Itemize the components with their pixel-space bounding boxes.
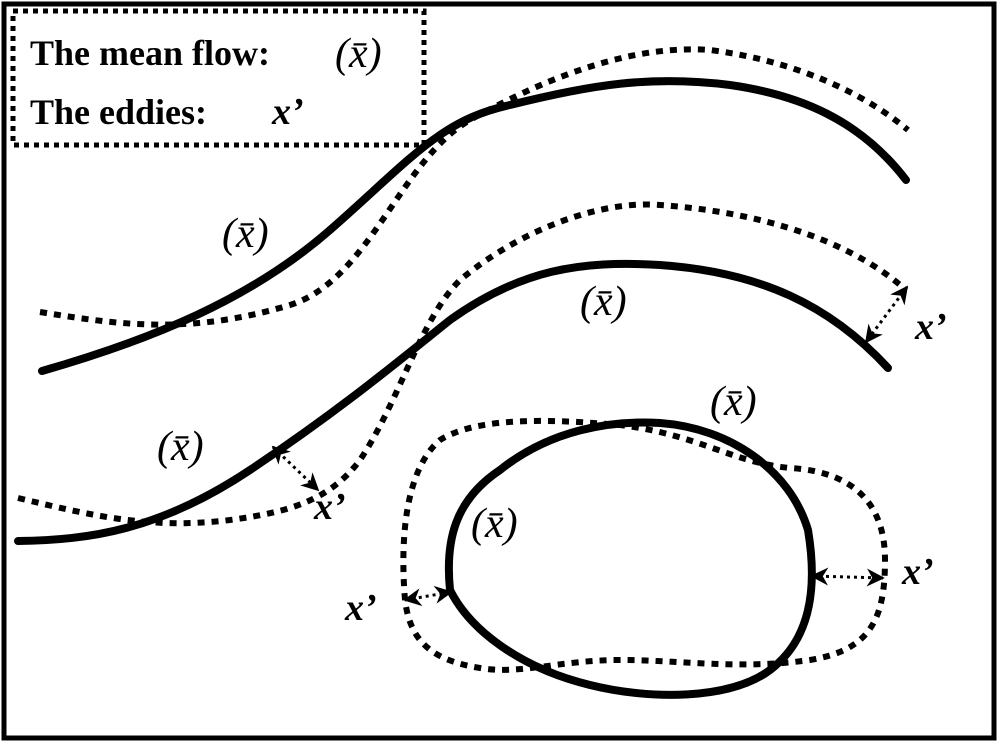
legend-mean-label: The mean flow: <box>30 33 270 73</box>
legend-mean-symbol: (x̄) <box>335 31 382 77</box>
legend: The mean flow: (x̄) The eddies: x’ <box>10 8 427 148</box>
eddy-label-loop-left: x’ <box>344 587 377 629</box>
legend-eddy-symbol: x’ <box>271 91 304 133</box>
eddy-label-loop-right: x’ <box>901 551 934 593</box>
mean-flow-label-middle: (x̄) <box>580 279 627 325</box>
eddy-label-middle: x’ <box>313 486 346 528</box>
middle-eddy-line <box>17 201 908 527</box>
middle-mean-flow-line <box>14 259 892 545</box>
eddy-arrow-loop-left <box>403 585 453 607</box>
mean-flow-label-upper: (x̄) <box>222 211 269 257</box>
mean-flow-label-lower-left: (x̄) <box>157 424 204 470</box>
legend-eddy-label: The eddies: <box>30 92 207 132</box>
eddy-arrow-top-right <box>864 285 909 344</box>
eddy-arrow-mid-left <box>271 445 320 492</box>
upper-eddy-line <box>39 46 910 328</box>
mean-flow-label-loop-inner: (x̄) <box>471 501 518 547</box>
legend-box <box>10 8 427 148</box>
eddy-arrow-loop-right <box>810 567 885 587</box>
closed-eddy-loop <box>400 417 889 673</box>
closed-mean-flow-loop <box>444 418 816 699</box>
eddy-label-right-upper: x’ <box>914 306 947 348</box>
mean-flow-label-loop-top: (x̄) <box>710 379 757 425</box>
